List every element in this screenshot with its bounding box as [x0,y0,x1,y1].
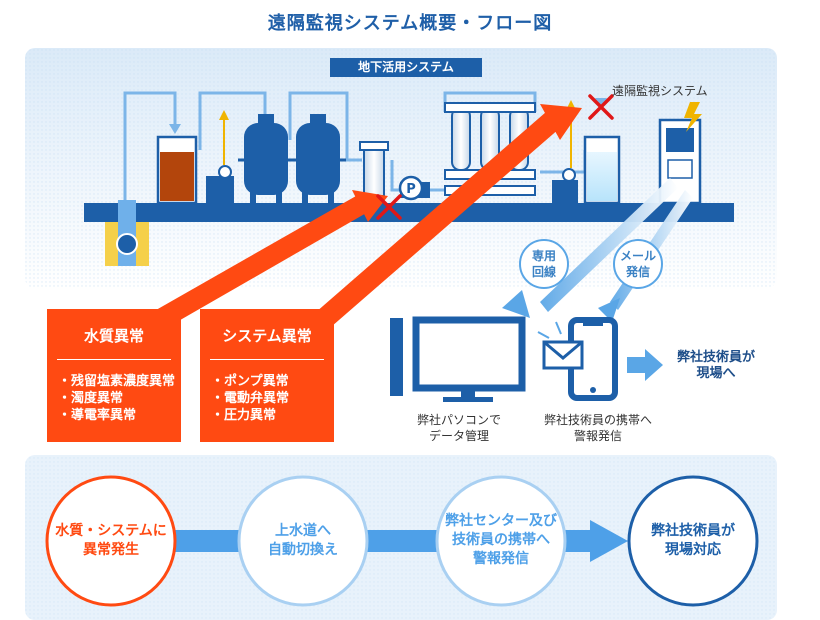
pc-icon [390,316,526,402]
to-field-arrow [627,349,663,381]
water-quality-title: 水質異常 [83,327,144,345]
pump-letter: P [406,182,416,197]
membrane-units [444,102,536,196]
flow-step-2-text: 上水道へ自動切換え [268,523,338,558]
badge-dedicated-text: 専用回線 [531,249,556,279]
badge-dedicated [519,239,569,289]
system-fault-box: システム異常 ・ポンプ異常 ・電動弁異常 ・圧力異常 [200,309,334,442]
flow-step-2 [237,475,369,607]
chemical-feeder-1 [206,176,234,203]
flow-step-4-text: 弊社技術員が現場対応 [651,523,735,558]
booster-pump: P [398,175,430,201]
chemical-feeder-2 [552,180,578,203]
flow-step-4 [627,475,759,607]
flow-connectors [170,520,628,562]
remote-monitor-label: 遠隔監視システム [612,84,708,98]
flow-step-1 [45,475,177,607]
water-quality-item: ・残留塩素濃度異常 [58,374,176,389]
beam-dedicated [540,178,678,312]
water-quality-item: ・濁度異常 [58,391,124,406]
ground-bar [84,203,734,222]
flow-step-1-text: 水質・システムに異常発生 [55,523,167,558]
system-label: 地下活用システム [330,58,482,77]
system-fault-item: ・電動弁異常 [211,391,290,406]
badge-mail-text: メール発信 [619,249,656,279]
badge-mail [613,239,663,289]
flow-step-3 [435,475,567,607]
system-fault-title: システム異常 [222,327,312,345]
fault-marks [376,94,614,220]
system-fault-item: ・ポンプ異常 [211,374,289,389]
water-quality-box: 水質異常 ・残留塩素濃度異常 ・濁度異常 ・導電率異常 [47,309,181,442]
alert-arrow-system [300,112,560,340]
flow-step-3-text: 弊社センター及び技術員の携帯へ警報発信 [445,513,557,567]
field-tech-label: 弊社技術員が現場へ [676,350,755,381]
envelope-icon [537,321,584,370]
page-title: 遠隔監視システム概要・フロー図 [267,13,553,34]
mobile-label: 弊社技術員の携帯へ警報発信 [543,413,652,443]
pc-label: 弊社パソコンでデータ管理 [416,413,501,443]
system-fault-item: ・圧力異常 [211,408,277,423]
alert-arrow-water [128,196,368,342]
water-quality-item: ・導電率異常 [58,408,137,423]
pressure-column [363,147,385,197]
